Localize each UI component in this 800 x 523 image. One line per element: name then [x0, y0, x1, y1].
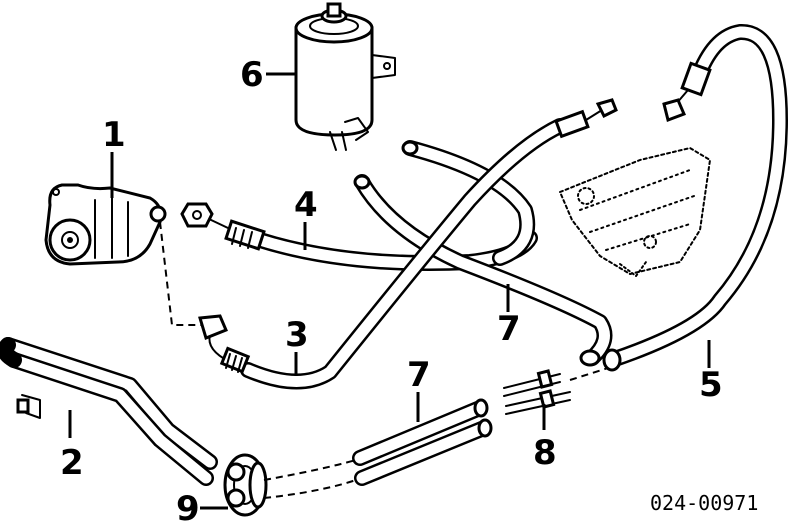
callout-7-lower: 7	[407, 355, 431, 395]
hose-part-7-upper	[353, 140, 613, 367]
callout-1: 1	[102, 115, 126, 155]
callout-8: 8	[533, 433, 557, 473]
hose-part-4	[180, 202, 538, 272]
reservoir-part-6	[294, 2, 396, 151]
callout-4: 4	[294, 185, 318, 225]
cooler-part-2	[0, 337, 218, 486]
callout-5: 5	[699, 365, 723, 405]
hose-part-7-lower	[352, 398, 493, 486]
cooler-connection-dashed-line-2	[263, 479, 357, 499]
hose-part-3	[198, 98, 618, 390]
callout-7-upper: 7	[497, 309, 521, 349]
callout-9: 9	[176, 489, 200, 523]
steering-gear	[559, 147, 711, 277]
pipe-part-8	[503, 369, 571, 415]
leader-lines	[68, 72, 711, 510]
pipe-connection-dashed-line	[569, 367, 609, 381]
hose-part-5	[602, 24, 788, 372]
cooler-connection-dashed-line	[263, 459, 357, 481]
pump-connection-dashed-line	[159, 221, 206, 326]
pump-part-1	[44, 183, 167, 266]
callout-2: 2	[60, 443, 84, 483]
clamp-part-9	[223, 453, 268, 517]
reference-code: 024-00971	[650, 491, 758, 515]
callout-3: 3	[285, 315, 309, 355]
callout-6: 6	[240, 55, 264, 95]
